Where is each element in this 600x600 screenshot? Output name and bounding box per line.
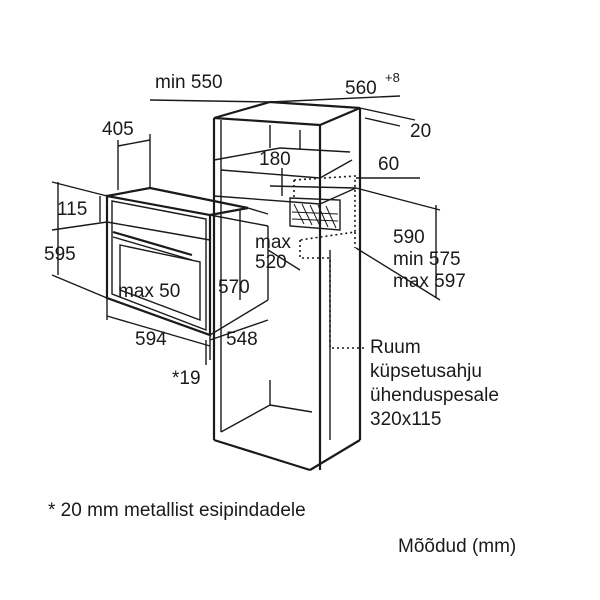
dim-570: 570 xyxy=(218,277,250,298)
cabinet xyxy=(212,100,362,472)
dim-590: 590 xyxy=(393,227,425,248)
dim-548: 548 xyxy=(226,329,258,350)
footnote: * 20 mm metallist esipindadele xyxy=(48,500,306,521)
dim-min-550: min 550 xyxy=(155,72,223,93)
dim-min-575: min 575 xyxy=(393,249,461,270)
dim-560: 560 xyxy=(345,78,377,99)
dim-180: 180 xyxy=(259,149,291,170)
dim-560-tolerance: +8 xyxy=(385,70,400,85)
socket-zone-outline xyxy=(293,175,364,349)
dim-19: *19 xyxy=(172,368,201,389)
dimension-lines xyxy=(51,95,441,365)
dim-max-520-line2: 520 xyxy=(255,252,287,273)
dim-60: 60 xyxy=(378,154,399,175)
oven xyxy=(105,186,269,337)
dim-max-50: max 50 xyxy=(118,281,180,302)
units-label: Mõõdud (mm) xyxy=(398,536,516,557)
dim-20: 20 xyxy=(410,121,431,142)
dim-405: 405 xyxy=(102,119,134,140)
dim-max-520-line1: max xyxy=(255,232,291,253)
socket-note-line1: Ruum xyxy=(370,337,421,358)
socket-note-line3: ühenduspesale xyxy=(370,385,499,406)
dim-594: 594 xyxy=(135,329,167,350)
dim-115: 115 xyxy=(57,199,87,220)
socket-box xyxy=(289,197,341,231)
socket-note-line2: küpsetusahju xyxy=(370,361,482,382)
socket-note-line4: 320x115 xyxy=(370,409,442,430)
dim-595: 595 xyxy=(44,244,76,265)
dim-max-597: max 597 xyxy=(393,271,466,292)
